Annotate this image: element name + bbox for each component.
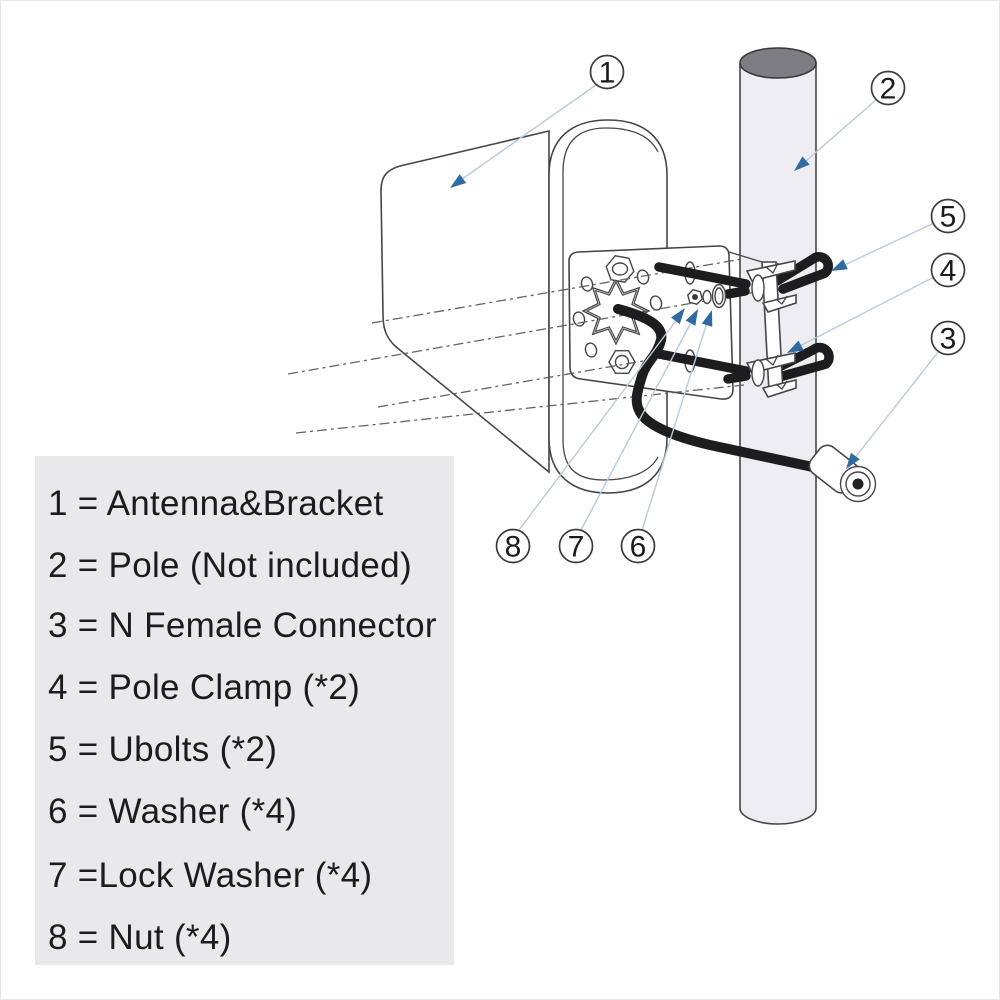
ubolt-upper xyxy=(654,252,833,299)
arrow-antenna xyxy=(450,174,467,188)
callout-6: 6 xyxy=(620,528,656,564)
pole-edges xyxy=(739,63,817,825)
callout-5: 5 xyxy=(930,198,966,234)
legend-item-4: 4 = Pole Clamp (*2) xyxy=(48,668,360,707)
callout-8: 8 xyxy=(495,528,531,564)
legend-item-5: 5 = Ubolts (*2) xyxy=(48,730,277,769)
bracket-arm-inner-edge xyxy=(562,127,659,481)
arrow-nut xyxy=(670,308,685,325)
callout-8-number: 8 xyxy=(505,531,522,564)
callout-7-number: 7 xyxy=(568,531,585,564)
pole-top-cap xyxy=(739,47,817,79)
antenna-body xyxy=(380,129,550,474)
legend-item-1: 1 = Antenna&Bracket xyxy=(48,484,384,523)
nut-part xyxy=(687,289,703,305)
legend-item-7: 7 =Lock Washer (*4) xyxy=(48,856,372,895)
callout-7: 7 xyxy=(558,528,594,564)
callout-5-number: 5 xyxy=(940,201,957,234)
legend-item-2: 2 = Pole (Not included) xyxy=(48,546,412,585)
callout-balloons: 1 2 5 4 3 8 7 6 xyxy=(495,54,966,564)
pole-clamp-upper xyxy=(745,260,797,313)
arrow-lock-washer xyxy=(685,309,698,326)
callout-3: 3 xyxy=(930,320,966,356)
arrow-pole-clamp xyxy=(787,340,804,353)
lock-washer-part xyxy=(702,289,712,305)
legend-item-6: 6 = Washer (*4) xyxy=(48,792,297,831)
connector-pin-socket xyxy=(852,478,864,490)
callout-2: 2 xyxy=(870,70,906,106)
callout-3-number: 3 xyxy=(940,323,957,356)
arrow-connector xyxy=(846,452,860,469)
arrow-ubolt xyxy=(831,259,848,271)
pole xyxy=(739,47,817,825)
bracket-hex-nut-top xyxy=(605,255,635,283)
legend-item-8: 8 = Nut (*4) xyxy=(48,918,232,957)
callout-2-number: 2 xyxy=(880,73,897,106)
n-female-connector xyxy=(808,444,877,503)
plate-hole xyxy=(580,276,594,292)
pole-body xyxy=(740,63,816,824)
callout-4-number: 4 xyxy=(940,255,957,288)
plate-hole xyxy=(584,342,598,358)
exploded-fasteners xyxy=(687,283,727,309)
arrow-pole xyxy=(794,156,810,171)
plate-top-edge xyxy=(728,251,763,263)
callout-4: 4 xyxy=(930,252,966,288)
bracket-hex-nut-bottom xyxy=(608,350,636,374)
leader-lines xyxy=(450,84,940,531)
arrow-washer xyxy=(701,310,713,327)
legend: 1 = Antenna&Bracket 2 = Pole (Not includ… xyxy=(35,456,454,965)
star-cutout-inner xyxy=(585,280,647,342)
callout-1-number: 1 xyxy=(599,57,616,90)
coax-cable xyxy=(613,304,827,474)
pole-clamp-lower xyxy=(745,352,797,398)
centerlines xyxy=(287,258,757,434)
legend-item-3: 3 = N Female Connector xyxy=(48,606,437,645)
callout-1: 1 xyxy=(589,54,625,90)
legend-background xyxy=(35,456,454,965)
callout-6-number: 6 xyxy=(630,531,647,564)
star-cutout-outer xyxy=(581,276,651,346)
plate-hole xyxy=(649,295,663,311)
washer-part xyxy=(711,283,727,309)
